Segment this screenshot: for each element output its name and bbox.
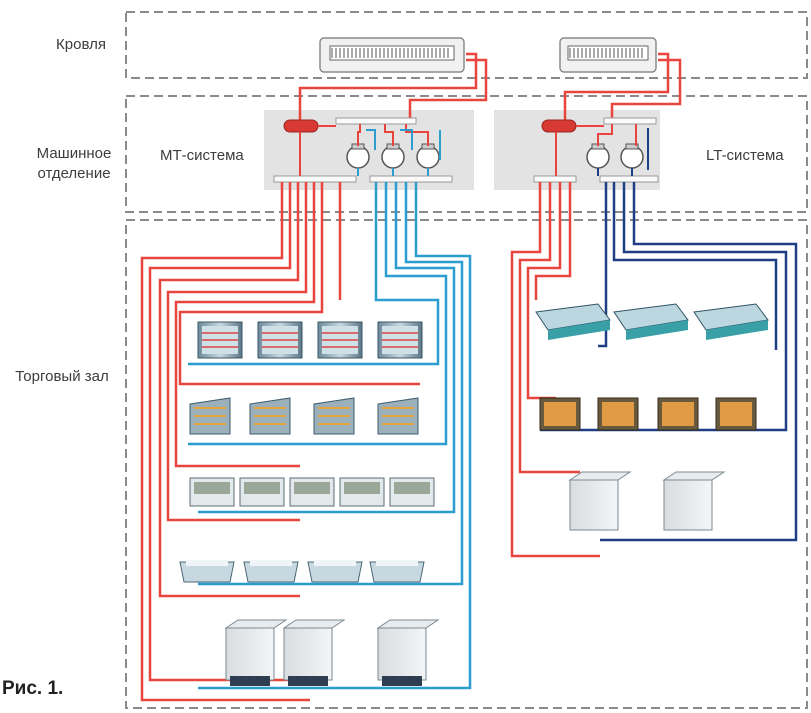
zone-label-machine-room-1: Машинное (36, 145, 112, 162)
island-freezer-icon (179, 560, 235, 583)
zone-roof (125, 11, 808, 79)
island-freezer-icon (243, 560, 299, 583)
upright-display-case-icon (715, 397, 757, 431)
compressor-icon (381, 143, 405, 169)
island-freezer-icon (693, 303, 769, 340)
lt-system-label: LT-система (706, 147, 784, 164)
island-freezer-icon (369, 560, 425, 583)
cold-room-icon (376, 619, 440, 686)
cold-room-icon (662, 471, 726, 531)
mt-suction-lines (188, 182, 472, 690)
roof-pipes (298, 52, 682, 122)
cold-room-icon (224, 619, 288, 686)
mt-liquid-lines (140, 182, 420, 702)
zone-label-roof: Кровля (56, 36, 106, 53)
figure-caption: Рис. 1. (2, 678, 64, 699)
open-display-case-icon (189, 397, 231, 435)
service-counter-icon (389, 477, 435, 507)
upright-display-case-icon (377, 321, 423, 359)
service-counter-icon (289, 477, 335, 507)
service-counter-icon (339, 477, 385, 507)
lt-liquid-lines (510, 182, 600, 558)
service-counter-icon (189, 477, 235, 507)
open-display-case-icon (377, 397, 419, 435)
zone-label-machine-room-2: отделение (37, 165, 111, 182)
open-display-case-icon (249, 397, 291, 435)
upright-display-case-icon (317, 321, 363, 359)
condenser-unit-icon (319, 37, 465, 73)
cold-room-icon (568, 471, 632, 531)
cold-room-icon (282, 619, 346, 686)
island-freezer-icon (535, 303, 611, 340)
condenser-unit-icon (559, 37, 657, 73)
zone-machine-room (125, 95, 808, 213)
receiver-tank-icon (541, 119, 577, 133)
mt-system-label: МТ-система (160, 147, 244, 164)
upright-display-case-icon (657, 397, 699, 431)
zone-label-sales-floor: Торговый зал (15, 368, 109, 385)
upright-display-case-icon (257, 321, 303, 359)
island-freezer-icon (613, 303, 689, 340)
island-freezer-icon (307, 560, 363, 583)
upright-display-case-icon (597, 397, 639, 431)
lt-suction-lines (540, 182, 798, 542)
upright-display-case-icon (539, 397, 581, 431)
upright-display-case-icon (197, 321, 243, 359)
open-display-case-icon (313, 397, 355, 435)
zone-sales-floor (125, 219, 808, 709)
receiver-tank-icon (283, 119, 319, 133)
service-counter-icon (239, 477, 285, 507)
